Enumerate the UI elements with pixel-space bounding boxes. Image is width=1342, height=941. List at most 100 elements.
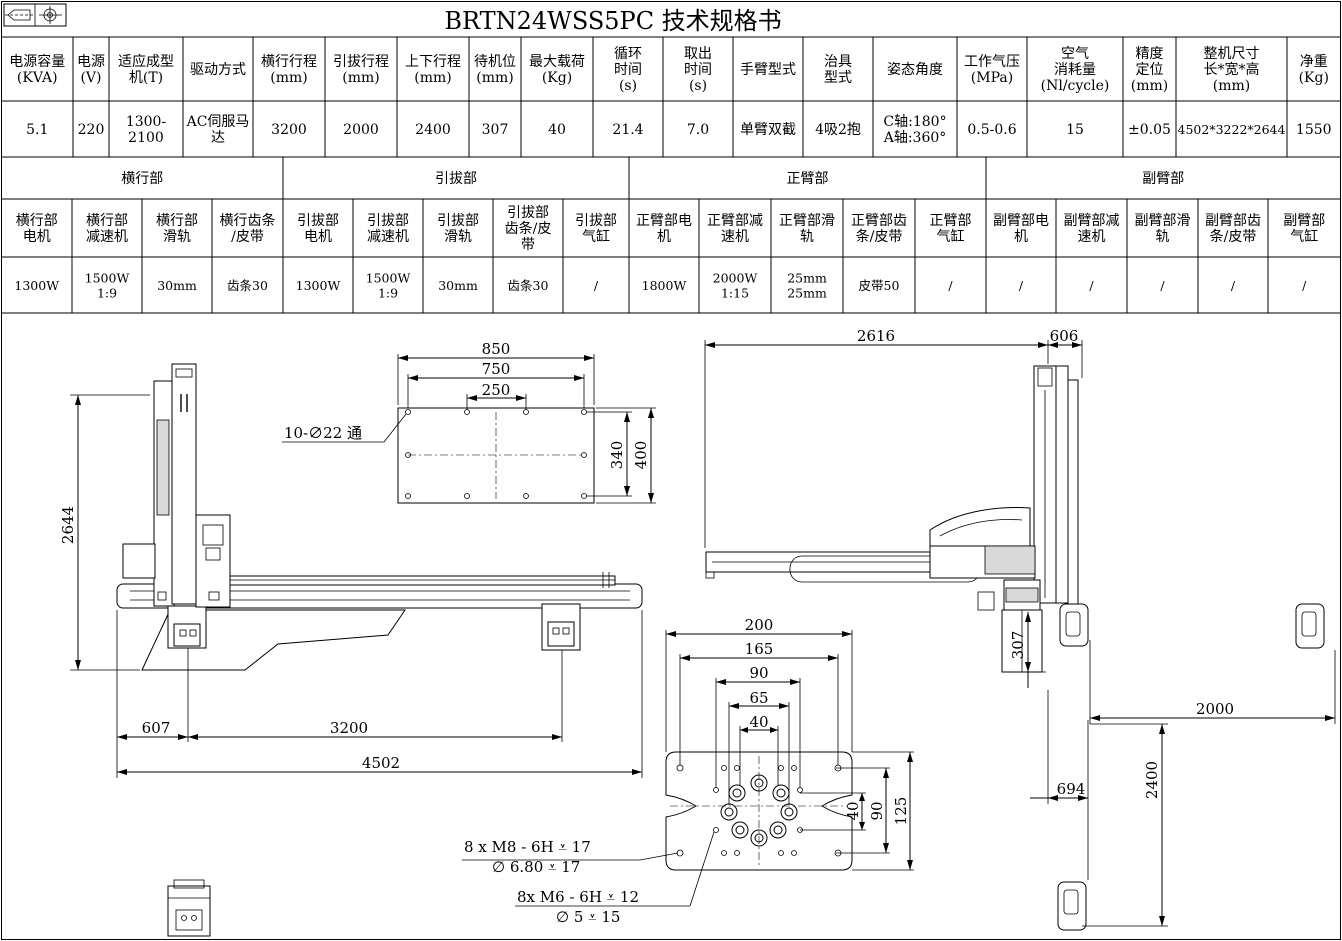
spec-component-header: /皮带	[231, 229, 264, 245]
plate-holes-note: 10-∅22 通	[284, 424, 362, 442]
spec-component-header: 副臂部	[1283, 213, 1325, 229]
spec-header-cell: 电源	[77, 54, 105, 70]
spec-component-value: 25mm	[787, 286, 827, 301]
dim-plate-250: 250	[482, 381, 511, 399]
flange-view: 200 165 90 65 40 40 90 125	[462, 616, 914, 926]
spec-value-cell: 1550	[1296, 122, 1332, 138]
spec-component-value: 皮带50	[859, 278, 900, 293]
spec-header-cell: 净重	[1300, 54, 1328, 70]
dim-flange-v40: 40	[844, 801, 862, 820]
spec-value-cell: 15	[1066, 122, 1084, 138]
spec-value-cell: 达	[211, 130, 225, 146]
spec-component-value: 1300W	[296, 278, 341, 293]
spec-component-header: 副臂部减	[1064, 213, 1120, 229]
dim-side-694: 694	[1057, 780, 1086, 798]
spec-component-value: 30mm	[157, 278, 197, 293]
spec-header-cell: 引拔行程	[333, 54, 389, 70]
spec-title: BRTN24WSS5PC 技术规格书	[444, 7, 781, 35]
spec-header-cell: 循环	[614, 46, 642, 62]
spec-group-header: 引拔部	[435, 171, 477, 187]
spec-header-cell: (mm)	[270, 70, 307, 86]
spec-group-header: 正臂部	[787, 171, 829, 187]
spec-header-cell: 机(T)	[129, 70, 163, 86]
spec-value-cell: 4吸2抱	[815, 122, 861, 138]
spec-header-cell: 工作气压	[964, 54, 1020, 70]
spec-component-header: 横行部	[156, 213, 198, 229]
dim-front-3200: 3200	[330, 719, 368, 737]
dim-side-2000: 2000	[1196, 700, 1234, 718]
spec-value-cell: C轴:180°	[883, 114, 946, 130]
spec-component-header: 带	[521, 237, 535, 253]
dim-flange-90: 90	[749, 664, 768, 682]
spec-component-header: 副臂部齿	[1205, 213, 1261, 229]
spec-component-value: /	[1231, 278, 1236, 293]
spec-header-cell: (mm)	[342, 70, 379, 86]
spec-header-cell: 待机位	[474, 54, 516, 70]
spec-header-cell: 时间	[684, 62, 712, 78]
spec-value-cell: 21.4	[612, 122, 643, 138]
spec-component-header: 减速机	[86, 229, 128, 245]
mounting-plate-view: 850 750 250 340 400 10-∅22 通	[282, 340, 656, 504]
spec-component-header: 横行齿条	[220, 212, 276, 229]
dim-flange-v125: 125	[892, 797, 910, 826]
spec-header-cell: (Kg)	[1299, 70, 1329, 86]
spec-value-cell: 2000	[343, 122, 379, 138]
spec-component-header: 轨	[1156, 229, 1170, 245]
spec-component-value: 1300W	[14, 278, 59, 293]
dim-plate-400: 400	[632, 441, 650, 470]
spec-component-header: 气缸	[582, 228, 610, 245]
spec-header-cell: 电源容量	[9, 53, 65, 70]
dim-side-2616: 2616	[857, 327, 895, 345]
spec-component-header: 引拔部	[297, 213, 339, 229]
dim-plate-750: 750	[482, 360, 511, 378]
spec-header-cell: 定位	[1136, 62, 1164, 78]
dim-flange-v90: 90	[868, 801, 886, 820]
spec-component-value: 1:9	[378, 286, 398, 301]
dim-side-606: 606	[1050, 327, 1079, 345]
spec-component-value: 1500W	[85, 271, 130, 286]
spec-component-header: 滑轨	[444, 228, 472, 245]
spec-component-header: 减速机	[367, 229, 409, 245]
spec-header-cell: 横行行程	[261, 54, 317, 70]
spec-value-cell: 40	[548, 122, 566, 138]
spec-component-header: 引拔部	[437, 213, 479, 229]
front-view: 2644 607 3200 4502	[59, 363, 643, 778]
spec-component-header: 正臂部齿	[851, 213, 907, 229]
spec-component-value: 齿条30	[508, 278, 549, 293]
flange-note-m6-drill: ∅ 5 ⩡ 15	[556, 908, 620, 926]
spec-header-cell: (Nl/cycle)	[1041, 78, 1110, 94]
spec-component-value: 1800W	[642, 278, 687, 293]
projection-symbol-icon	[3, 3, 67, 27]
spec-component-value: /	[948, 278, 953, 293]
spec-header-cell: 整机尺寸	[1204, 46, 1260, 62]
spec-component-header: 机	[1014, 229, 1028, 245]
spec-component-header: 引拔部	[507, 205, 549, 221]
spec-header-cell: 上下行程	[405, 54, 461, 70]
dim-flange-40: 40	[749, 713, 768, 731]
spec-component-value: 30mm	[438, 278, 478, 293]
spec-header-cell: 最大载荷	[529, 54, 585, 70]
spec-component-value: /	[1089, 278, 1094, 293]
spec-header-cell: (mm)	[1213, 78, 1250, 94]
spec-component-value: 1:9	[97, 286, 117, 301]
spec-component-header: 气缸	[1290, 228, 1318, 245]
spec-header-cell: 适应成型	[118, 53, 174, 70]
spec-header-cell: (Kg)	[542, 70, 572, 86]
dim-front-607: 607	[142, 719, 171, 737]
spec-header-cell: (mm)	[1131, 78, 1168, 94]
flange-note-m6: 8x M6 - 6H ⩡ 12	[517, 888, 639, 906]
spec-component-header: 横行部	[16, 213, 58, 229]
spec-header-cell: 姿态角度	[887, 62, 943, 78]
spec-value-cell: ±0.05	[1128, 122, 1171, 138]
spec-component-header: 引拔部	[575, 213, 617, 229]
spec-component-header: 滑轨	[163, 228, 191, 245]
spec-value-cell: 5.1	[26, 122, 48, 138]
spec-component-header: 速机	[1078, 229, 1106, 245]
spec-header-cell: 精度	[1136, 46, 1164, 62]
spec-component-value: 25mm	[787, 271, 827, 286]
spec-component-header: 正臂部	[930, 213, 972, 229]
spec-value-cell: 4502*3222*2644	[1178, 122, 1286, 137]
spec-component-header: 副臂部电	[993, 213, 1049, 229]
